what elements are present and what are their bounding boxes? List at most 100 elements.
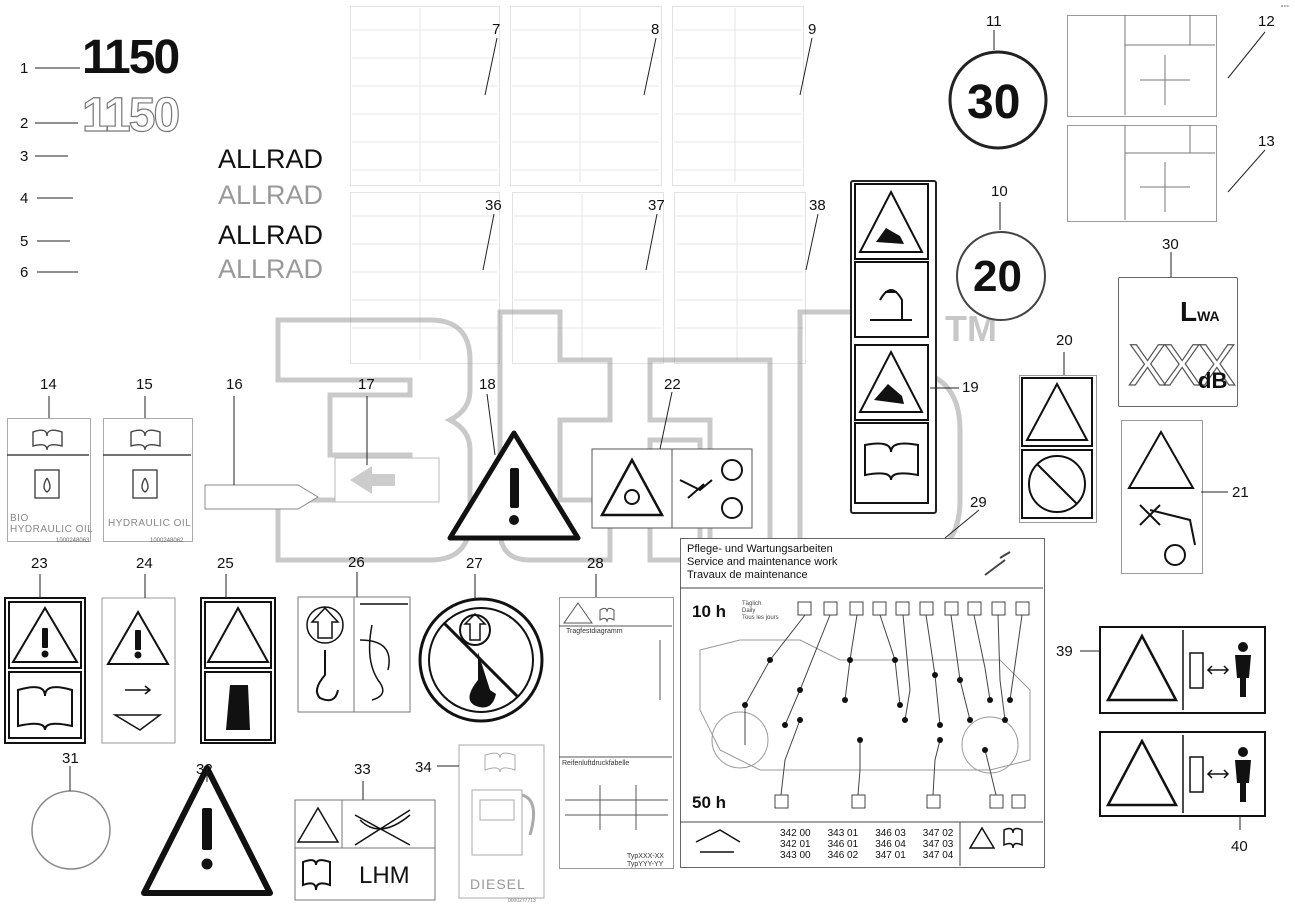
callout-36: 36: [485, 197, 502, 214]
doc28-heading2: Reifenluftdruckfabelle: [562, 760, 630, 767]
callout-31: 31: [62, 750, 79, 767]
callout-8: 8: [651, 21, 660, 38]
callout-26: 26: [348, 554, 365, 571]
callout-24: 24: [136, 555, 153, 572]
lwa-l: L: [1180, 296, 1198, 327]
callout-13: 13: [1258, 133, 1275, 150]
callout-38: 38: [809, 197, 826, 214]
callout-22: 22: [664, 376, 681, 393]
callout-28: 28: [587, 555, 604, 572]
panel29-title-en: Service and maintenance work: [687, 556, 838, 568]
callout-15: 15: [136, 376, 153, 393]
oil-15-code: 1000248062: [150, 538, 184, 544]
allrad-2: ALLRAD: [218, 180, 324, 210]
code-cell: 346 01: [827, 839, 859, 850]
code-cell: 343 01: [827, 828, 859, 839]
speed-20-text: 20: [973, 252, 1022, 301]
table-label-7: [350, 6, 500, 186]
doc28-type2: TypYYY-YY: [627, 861, 664, 868]
panel29-10h-sub1: Täglich: [742, 601, 762, 607]
callout-21: 21: [1232, 484, 1249, 501]
table-label-9: [672, 6, 804, 186]
callout-5: 5: [20, 233, 29, 250]
maintenance-panel-29: [680, 538, 1045, 868]
callout-4: 4: [20, 190, 29, 207]
callout-34: 34: [415, 759, 432, 776]
diesel-text: DIESEL: [470, 876, 526, 892]
callout-23: 23: [31, 555, 48, 572]
lhm-text: LHM: [359, 862, 410, 889]
table-label-38: [674, 192, 806, 364]
callout-37: 37: [648, 197, 665, 214]
speed-30-text: 30: [967, 76, 1021, 129]
code-cell: 346 04: [875, 839, 906, 850]
oil-label-15: [103, 418, 193, 542]
callout-11: 11: [986, 13, 1002, 30]
callout-7: 7: [492, 21, 501, 38]
code-cell: 347 03: [922, 839, 954, 850]
callout-18: 18: [479, 376, 496, 393]
control-label-13: [1067, 125, 1217, 222]
oil-15-text: HYDRAULIC OIL: [108, 518, 192, 529]
xxx-text: XXX: [1127, 332, 1236, 398]
callout-6: 6: [20, 264, 29, 281]
code-cell: 342 00: [780, 828, 811, 839]
callout-12: 12: [1258, 13, 1275, 30]
code-cell: 347 01: [875, 850, 906, 861]
allrad-1: ALLRAD: [218, 144, 324, 174]
noise-label-30: [1118, 277, 1238, 407]
allrad-4: ALLRAD: [218, 254, 324, 284]
table-label-36: [350, 192, 500, 364]
doc28-heading1: Tragfestdiagramm: [566, 628, 623, 635]
code-cell: 346 02: [827, 850, 859, 861]
callout-9: 9: [808, 21, 817, 38]
bottom-code: 0000277713: [508, 898, 536, 904]
panel29-title-fr: Travaux de maintenance: [687, 569, 808, 581]
allrad-3: ALLRAD: [218, 220, 324, 250]
callout-30: 30: [1162, 236, 1179, 253]
callout-29: 29: [970, 494, 987, 511]
callout-20: 20: [1056, 332, 1073, 349]
callout-33: 33: [354, 761, 371, 778]
callout-40: 40: [1231, 838, 1248, 855]
panel29-title-de: Pflege- und Wartungsarbeiten: [687, 543, 833, 555]
callout-14: 14: [40, 376, 57, 393]
callout-19: 19: [962, 379, 979, 396]
callout-17: 17: [358, 376, 375, 393]
callout-3: 3: [20, 148, 29, 165]
callout-1: 1: [20, 60, 29, 77]
panel29-10h: 10 h: [692, 602, 727, 621]
panel29-50h: 50 h: [692, 793, 727, 812]
hazard-label-21: [1121, 420, 1203, 574]
lwa-sub: WA: [1197, 308, 1220, 324]
doc28-type1: TypXXX-XX: [627, 853, 664, 860]
panel29-10h-sub2: Daily: [742, 608, 756, 614]
callout-39: 39: [1056, 643, 1073, 660]
model-label-grey: 1150: [81, 88, 180, 142]
code-cell: 343 00: [780, 850, 811, 861]
lwa-text: LWA: [1180, 296, 1220, 328]
load-chart-label-28: [559, 597, 674, 869]
oil-14-text: BIO HYDRAULIC OIL: [10, 513, 94, 535]
callout-2: 2: [20, 115, 29, 132]
model-label-black: 1150: [82, 31, 180, 84]
corner-mark: °°°: [1280, 5, 1289, 12]
table-label-8: [510, 6, 662, 186]
oil-14-code: 1000248063: [56, 538, 90, 544]
callout-27: 27: [466, 555, 483, 572]
